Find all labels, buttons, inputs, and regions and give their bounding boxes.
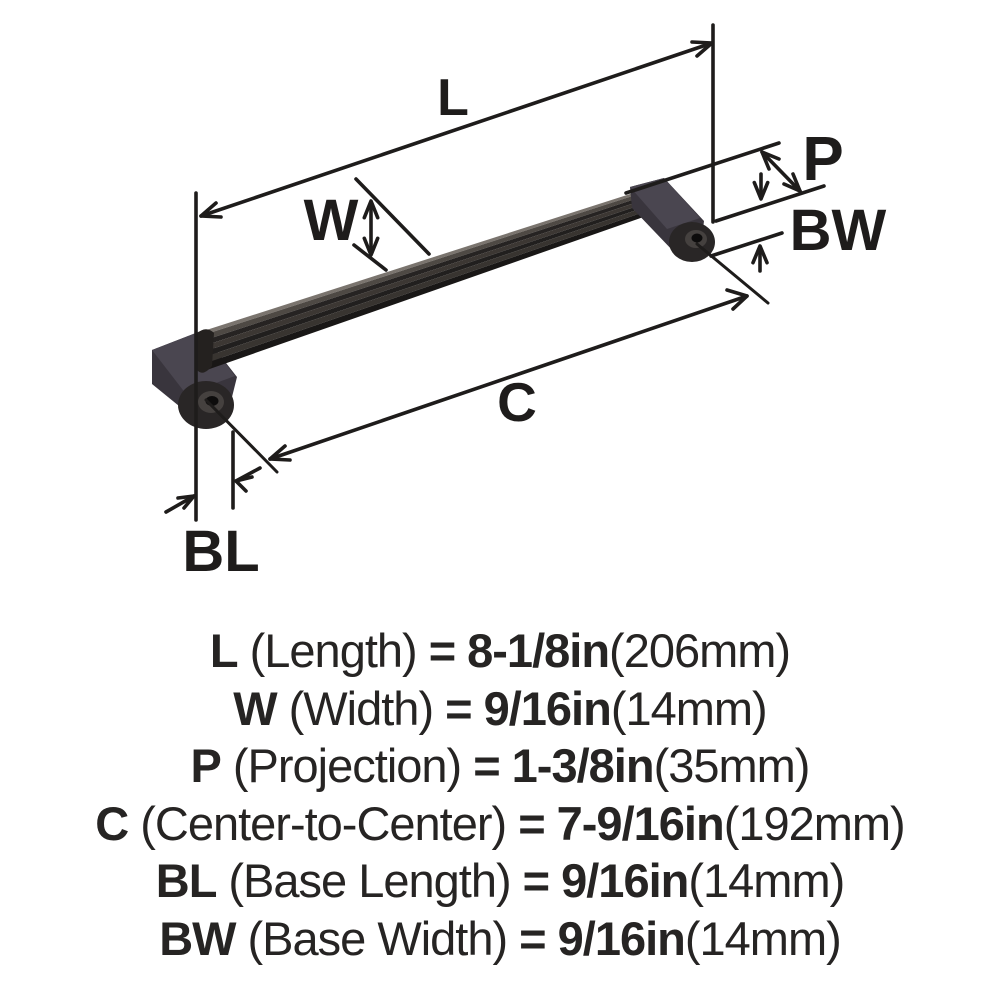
label-w: W xyxy=(304,188,359,253)
spec-symbol: BL xyxy=(155,854,218,908)
handle-bar xyxy=(196,186,655,373)
spec-equals: = xyxy=(473,739,500,793)
spec-row-width: W(Width)=9/16in(14mm) xyxy=(0,680,1000,738)
right-foot-hole xyxy=(691,233,703,243)
extension-line-right-foot-axis xyxy=(695,242,770,305)
arrowhead xyxy=(234,475,254,493)
spec-value: 8-1/8in xyxy=(467,624,610,678)
right-post-top-face xyxy=(630,178,700,229)
spec-metric: (14mm) xyxy=(610,681,768,735)
arrowhead xyxy=(362,236,380,257)
spec-name: (Base Width) xyxy=(247,911,509,965)
spec-symbol: L xyxy=(209,624,239,678)
spec-value: 1-3/8in xyxy=(511,739,655,793)
spec-symbol: C xyxy=(95,796,129,850)
spec-symbol: BW xyxy=(159,911,236,965)
spec-legend: L(Length)=8-1/8in(206mm) W(Width)=9/16in… xyxy=(0,622,1000,967)
spec-row-base-length: BL(Base Length)=9/16in(14mm) xyxy=(0,852,1000,910)
arrowhead xyxy=(760,150,781,171)
spec-equals: = xyxy=(519,911,546,965)
spec-metric: (14mm) xyxy=(684,911,842,965)
spec-value: 9/16in xyxy=(557,911,686,965)
arrowhead xyxy=(782,172,802,193)
arrowhead xyxy=(690,40,714,58)
dimension-w: W xyxy=(304,177,431,272)
handle-illustration xyxy=(152,178,715,429)
extension-line-left-foot-axis xyxy=(204,398,279,474)
dimension-p: P xyxy=(624,125,844,223)
spec-value: 7-9/16in xyxy=(556,796,725,850)
spec-name: (Projection) xyxy=(232,739,462,793)
spec-row-length: L(Length)=8-1/8in(206mm) xyxy=(0,622,1000,680)
spec-equals: = xyxy=(445,681,472,735)
dimension-bw: BW xyxy=(709,198,887,273)
spec-name: (Base Length) xyxy=(228,854,511,908)
label-bw: BW xyxy=(790,198,887,263)
spec-metric: (206mm) xyxy=(609,624,791,678)
spec-metric: (35mm) xyxy=(653,739,811,793)
spec-value: 9/16in xyxy=(561,854,689,908)
left-post-top-face xyxy=(152,331,235,394)
handle-dimension-diagram: L W P BW xyxy=(152,23,887,584)
label-bl: BL xyxy=(182,519,259,584)
spec-equals: = xyxy=(518,796,545,850)
label-p: P xyxy=(802,125,843,194)
spec-metric: (192mm) xyxy=(723,796,906,850)
dimension-bl: BL xyxy=(164,466,262,584)
arrowhead xyxy=(752,180,770,201)
arrowhead xyxy=(725,288,749,311)
arrowhead xyxy=(268,444,292,462)
spec-symbol: W xyxy=(233,681,277,735)
spec-equals: = xyxy=(428,624,456,678)
arrowhead xyxy=(362,199,380,220)
spec-metric: (14mm) xyxy=(688,854,845,908)
label-l: L xyxy=(437,69,469,127)
spec-value: 9/16in xyxy=(483,681,612,735)
label-c: C xyxy=(497,371,537,433)
dimension-c: C xyxy=(268,288,749,462)
spec-name: (Width) xyxy=(288,681,434,735)
spec-row-center-to-center: C(Center-to-Center)=7-9/16in(192mm) xyxy=(0,795,1000,853)
spec-name: (Center-to-Center) xyxy=(140,796,507,850)
arrowhead xyxy=(751,244,769,265)
spec-row-base-width: BW(Base Width)=9/16in(14mm) xyxy=(0,910,1000,968)
arrowhead xyxy=(199,201,223,219)
bar-left-end-cap xyxy=(196,329,214,373)
spec-equals: = xyxy=(522,854,550,908)
dimension-l: L xyxy=(199,40,714,219)
spec-row-projection: P(Projection)=1-3/8in(35mm) xyxy=(0,737,1000,795)
spec-name: (Length) xyxy=(249,624,418,678)
spec-symbol: P xyxy=(190,739,222,793)
arrowhead xyxy=(176,494,196,510)
